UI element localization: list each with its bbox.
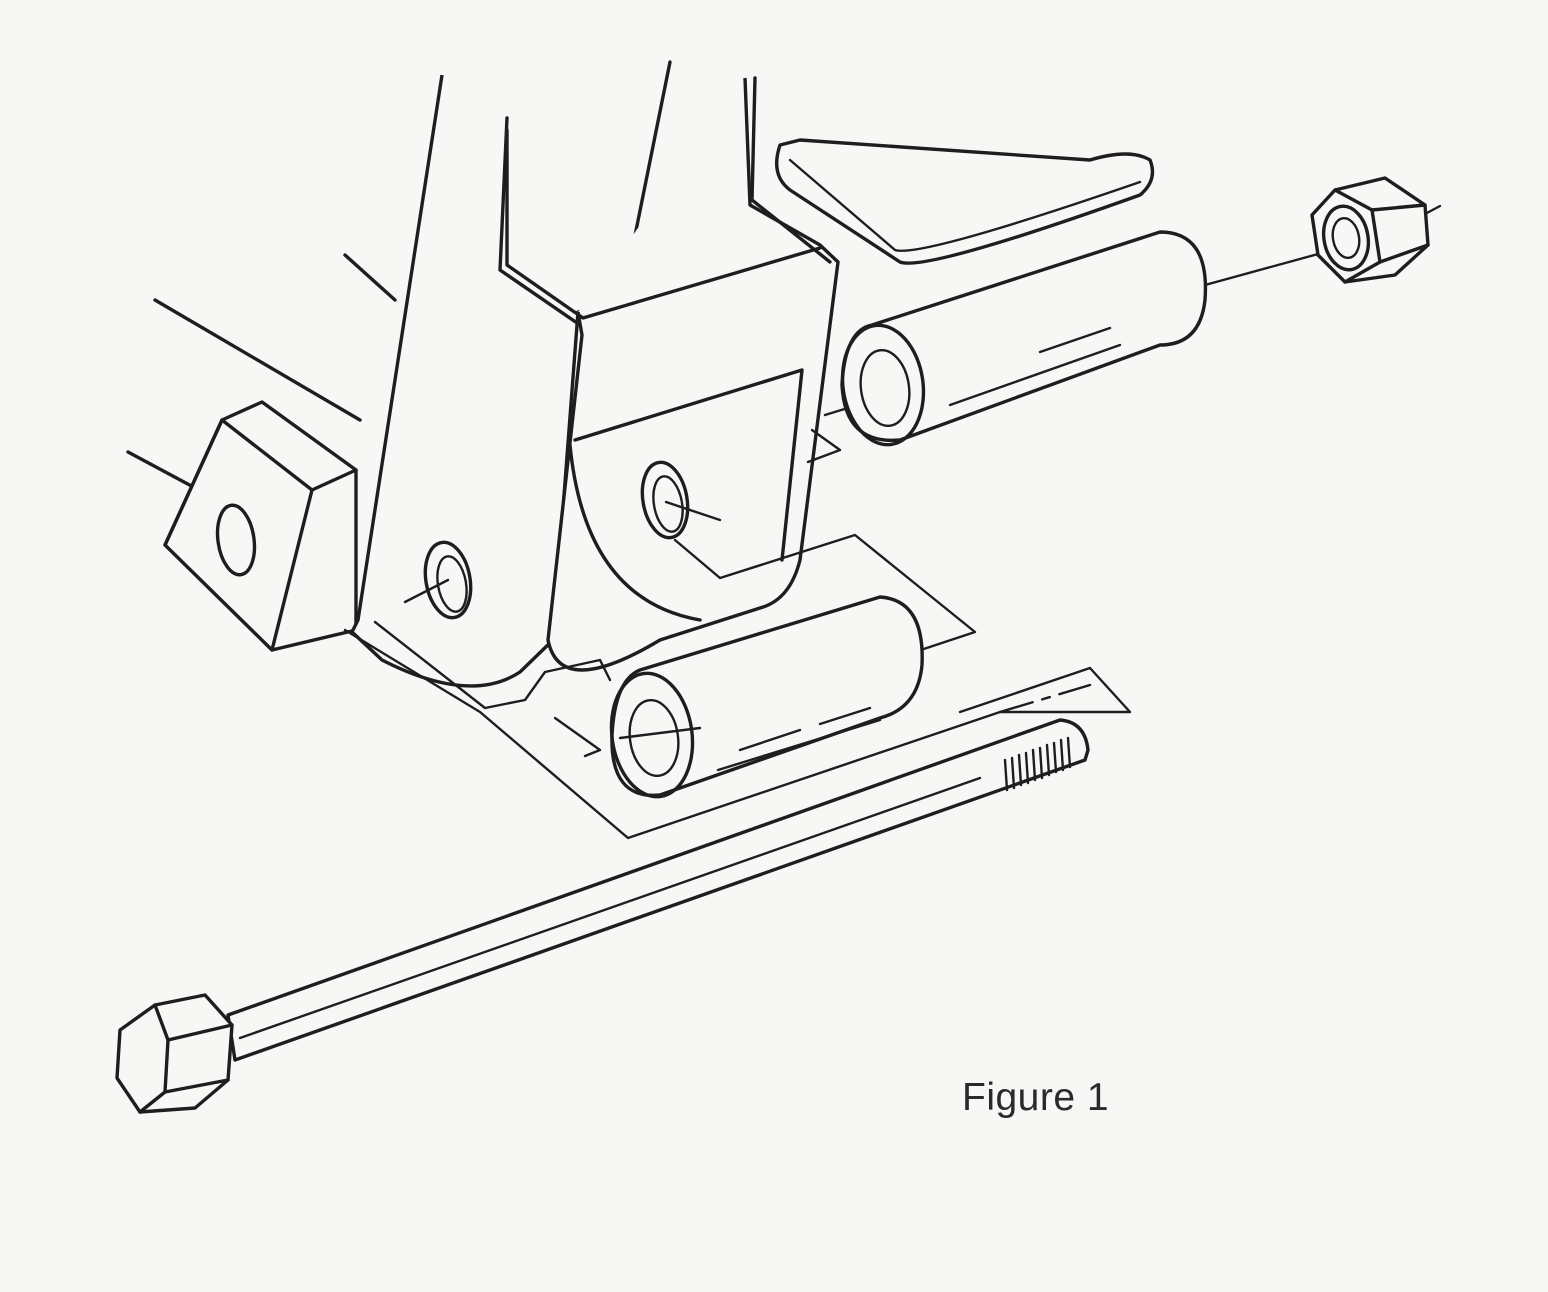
lower-bushing-sleeve-icon — [553, 595, 924, 799]
upper-bushing-sleeve-icon — [840, 230, 1208, 447]
figure-caption: Figure 1 — [962, 1076, 1110, 1119]
spring-leaf-icon — [775, 138, 1155, 265]
hex-flange-nut-icon — [1310, 176, 1430, 284]
bolt-threads — [1003, 736, 1072, 792]
mounting-block-icon — [163, 400, 358, 652]
spring-eye-hanger-icon — [350, 60, 977, 710]
lower-bracket-plate — [343, 628, 1132, 840]
hex-head-bolt-icon — [115, 718, 1090, 1114]
